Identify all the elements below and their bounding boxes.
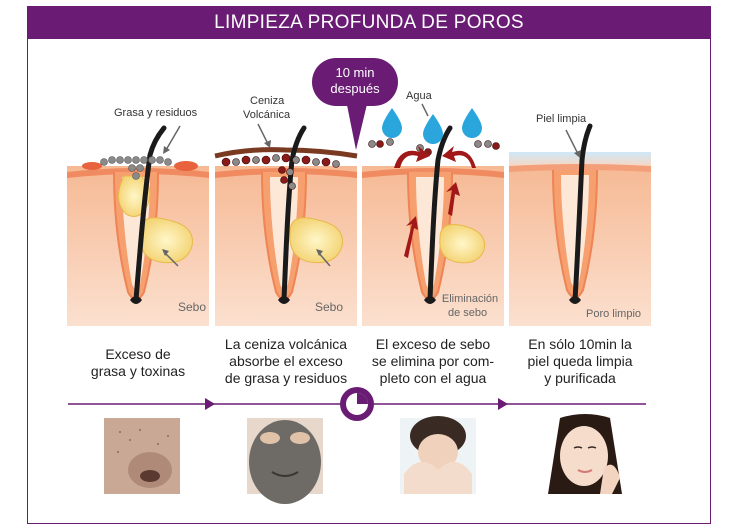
page-title: LIMPIEZA PROFUNDA DE POROS — [28, 7, 710, 39]
panel-2-annotation-2: Volcánica — [243, 109, 291, 121]
panel-3-annotation: Agua — [406, 90, 432, 102]
panel-4-caption: En sólo 10min la piel queda limpia y pur… — [527, 336, 633, 386]
panel-1-bottom-label: Sebo — [178, 300, 207, 314]
panel-1-caption: Exceso de grasa y toxinas — [90, 346, 186, 379]
panel-4-clean-skin — [509, 123, 651, 326]
panel-4-annotation: Piel limpia — [536, 113, 587, 125]
nose-pores-photo — [104, 418, 180, 494]
hair-strand — [427, 125, 453, 303]
panel-1-excess-oil — [67, 125, 209, 326]
oil-spot-marker — [82, 162, 102, 170]
timeline-arrow-icon — [205, 398, 215, 410]
ash-particles — [221, 153, 340, 190]
sebum-blob — [139, 217, 193, 264]
hair-strand — [572, 123, 593, 303]
panel-1-annotation: Grasa y residuos — [114, 107, 198, 119]
panel-2-annotation-1: Ceniza — [250, 95, 285, 107]
clean-face-photo — [547, 414, 623, 494]
timeline — [68, 387, 646, 421]
time-bubble-line2: después — [330, 81, 380, 96]
oil-spot-marker — [174, 161, 198, 171]
sebum-blob — [289, 217, 343, 264]
panel-3-caption: El exceso de sebo se elimina por com- pl… — [371, 336, 495, 386]
ash-mask-face-photo — [247, 418, 323, 504]
clock-icon — [340, 387, 374, 421]
hair-strand — [133, 125, 167, 303]
timeline-arrow-icon — [498, 398, 508, 410]
panel-2-bottom-label: Sebo — [315, 300, 344, 314]
time-bubble-line1: 10 min — [335, 65, 375, 80]
removal-arrows — [394, 146, 476, 258]
grease-residue-particles — [100, 156, 172, 180]
panel-2-caption: La ceniza volcánica absorbe el exceso de… — [224, 336, 348, 386]
panel-3-bottom-label-1: Eliminación — [441, 293, 499, 305]
panel-2-volcanic-ash — [214, 123, 358, 326]
sebum-blob — [439, 224, 486, 264]
ash-layer — [214, 147, 358, 159]
panel-3-water-rinse — [362, 103, 504, 326]
panel-3-bottom-label-2: de sebo — [448, 307, 488, 319]
water-drop-icons — [382, 108, 482, 144]
washing-face-photo — [400, 416, 476, 494]
bubble-tail — [346, 100, 368, 150]
panel-4-bottom-label: Poro limpio — [586, 308, 642, 320]
time-bubble: 10 min después — [312, 58, 398, 106]
